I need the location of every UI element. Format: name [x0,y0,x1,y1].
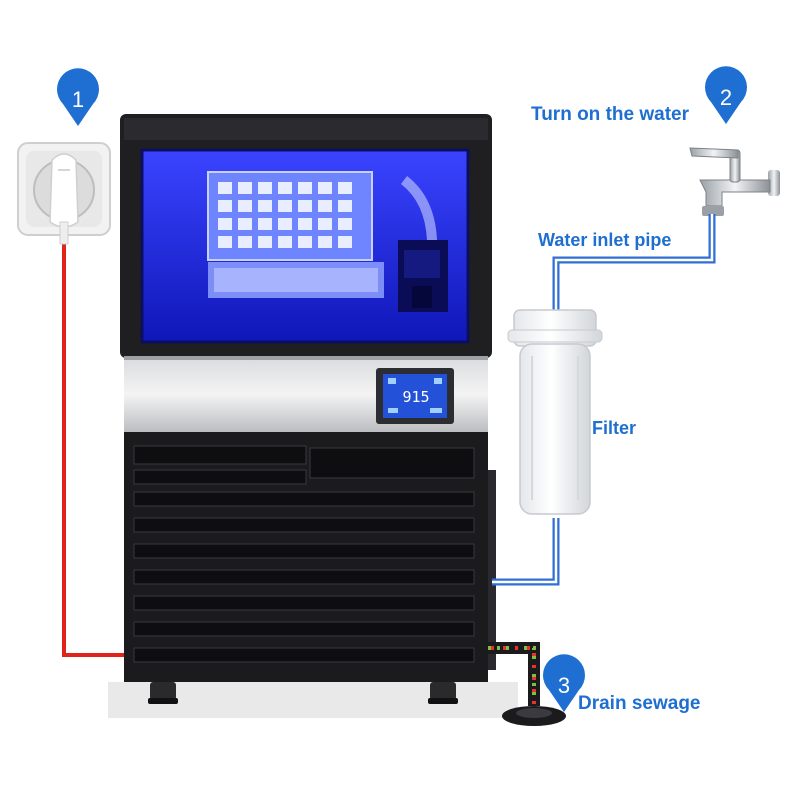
step-pin-icon: 1 [57,68,99,126]
step-3-label: Drain sewage [578,693,701,714]
ice-cube-tray [207,171,384,298]
water-inlet-pipe-label: Water inlet pipe [538,230,672,250]
machine-feet [148,682,458,704]
power-cord [62,240,126,657]
step-pin-icon: 2 [705,66,747,124]
step-pin-icon: 3 [543,654,585,712]
front-louvers [133,445,475,663]
wall-socket-icon [17,142,111,245]
drain-hose [488,642,540,706]
step-2-label: Turn on the water [531,104,689,125]
filter-label: Filter [592,418,637,438]
lcd-display-icon[interactable]: 915 [376,368,454,424]
water-faucet-icon [689,147,780,216]
ice-machine: 915 [120,114,496,704]
lcd-readout: 915 [402,388,429,406]
step-1-number: 1 [72,87,84,112]
step-3-number: 3 [558,673,570,698]
step-2-number: 2 [720,85,732,110]
water-filter-icon [507,309,603,515]
drain-icon [502,706,566,726]
